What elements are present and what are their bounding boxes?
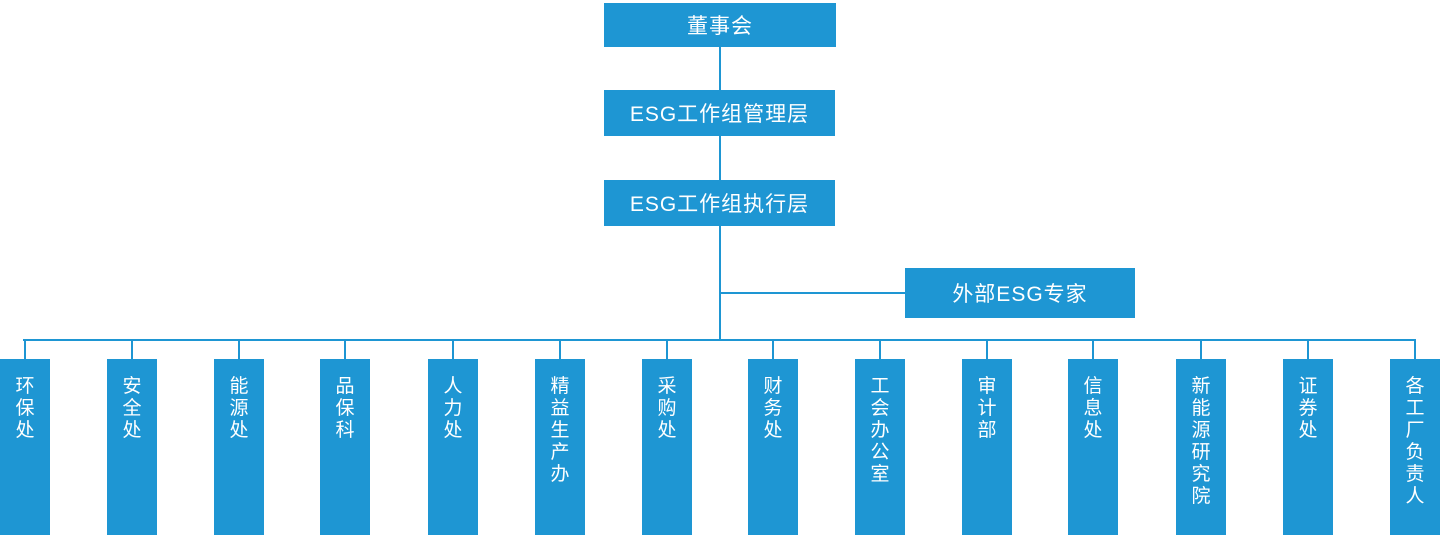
node-dept-caiwuchu: 财务处 (748, 341, 798, 535)
connector-management-execution (719, 136, 721, 180)
node-external-esg-expert-label: 外部ESG专家 (952, 283, 1088, 306)
node-dept-shenjibu: 审计部 (962, 341, 1012, 535)
connector-department-bus (23, 339, 1416, 341)
node-dept-zhengquanchu: 证券处 (1283, 341, 1333, 535)
node-dept-nengyuanchu: 能源处 (214, 341, 264, 535)
node-dept-gegongchangfuzeren: 各工厂负责人 (1390, 341, 1440, 535)
node-dept-jingyishengchanban: 精益生产办 (535, 341, 585, 535)
dept-label: 环保处 (15, 376, 35, 441)
node-dept-xinnengyuanyanjiuyuan: 新能源研究院 (1176, 341, 1226, 535)
dept-label: 证券处 (1298, 376, 1318, 441)
dept-label: 品保科 (335, 376, 355, 441)
dept-label: 各工厂负责人 (1405, 376, 1425, 507)
connector-advisor (720, 292, 905, 294)
dept-label: 信息处 (1083, 376, 1103, 441)
dept-label: 精益生产办 (550, 376, 570, 485)
node-esg-execution-label: ESG工作组执行层 (629, 193, 810, 216)
dept-label: 财务处 (763, 376, 783, 441)
node-dept-pinbaoke: 品保科 (320, 341, 370, 535)
node-dept-gonghuibangongshi: 工会办公室 (855, 341, 905, 535)
dept-label: 人力处 (443, 376, 463, 441)
node-esg-management-label: ESG工作组管理层 (629, 103, 810, 126)
node-board-label: 董事会 (687, 15, 753, 38)
node-external-esg-expert: 外部ESG专家 (905, 268, 1135, 318)
node-dept-renlichu: 人力处 (428, 341, 478, 535)
connector-execution-bus (719, 226, 721, 341)
node-dept-xinxichu: 信息处 (1068, 341, 1118, 535)
node-dept-anquanchu: 安全处 (107, 341, 157, 535)
node-esg-execution: ESG工作组执行层 (604, 180, 835, 226)
node-esg-management: ESG工作组管理层 (604, 90, 835, 136)
dept-label: 能源处 (229, 376, 249, 441)
node-dept-huanbaochu: 环保处 (0, 341, 50, 535)
dept-label: 工会办公室 (870, 376, 890, 485)
node-dept-caigouchu: 采购处 (642, 341, 692, 535)
dept-label: 安全处 (122, 376, 142, 441)
node-board: 董事会 (604, 3, 836, 47)
dept-label: 采购处 (657, 376, 677, 441)
dept-label: 审计部 (977, 376, 997, 441)
connector-board-management (719, 47, 721, 90)
dept-label: 新能源研究院 (1191, 376, 1211, 507)
